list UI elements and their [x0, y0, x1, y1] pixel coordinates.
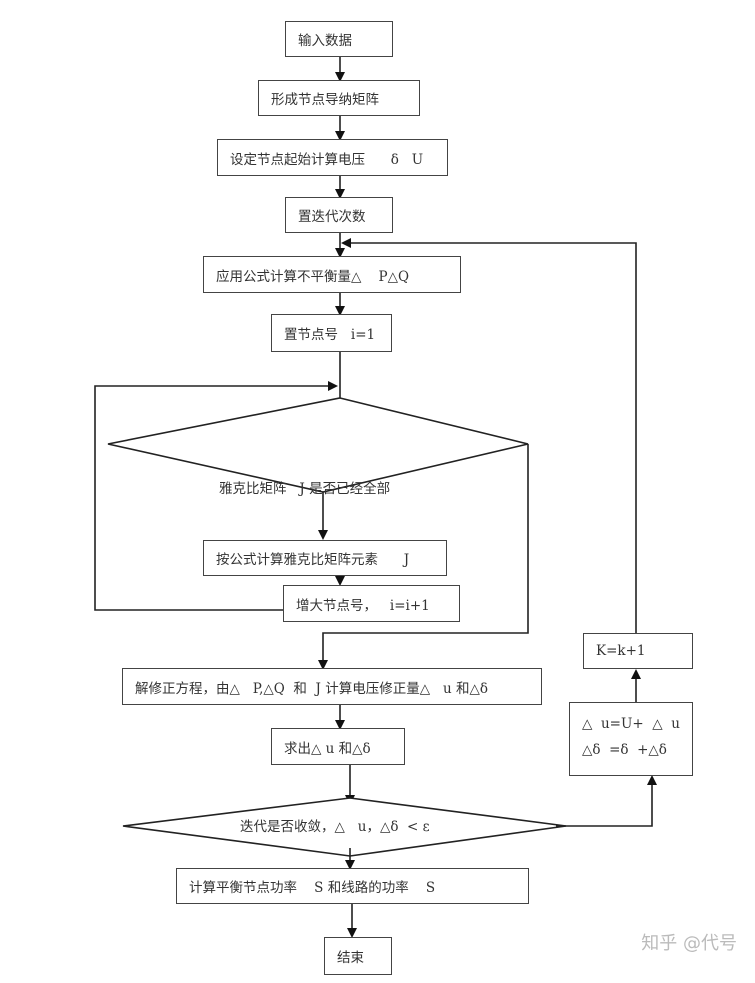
node-set-initial-voltage: 设定节点起始计算电压 δ U [217, 139, 448, 176]
node-label: 求出△ u 和△δ [284, 740, 371, 757]
node-form-admittance: 形成节点导纳矩阵 [258, 80, 420, 116]
node-label-line: △δ =δ +△δ [582, 742, 667, 758]
node-label: 输入数据 [298, 33, 352, 49]
node-compute-jacobian: 按公式计算雅克比矩阵元素 J [203, 540, 447, 576]
node-label-line: △ u=U+ △ u [582, 716, 680, 732]
outer-loop-line [341, 238, 637, 640]
node-set-iteration-count: 置迭代次数 [285, 197, 393, 233]
node-label: 设定节点起始计算电压 δ U [230, 151, 424, 168]
node-label: 形成节点导纳矩阵 [271, 92, 379, 108]
inner-loop-line [94, 381, 338, 611]
node-compute-power: 计算平衡节点功率 S 和线路的功率 S [176, 868, 529, 904]
diamond-label: 迭代是否收敛，△ u，△δ < ε [240, 819, 430, 835]
node-input-data: 输入数据 [285, 21, 393, 57]
node-label: 增大节点号， i=i+1 [296, 597, 430, 614]
node-label: 解修正方程，由△ P,△Q 和 J 计算电压修正量△ u 和△δ [135, 680, 488, 697]
node-solve-correction: 解修正方程，由△ P,△Q 和 J 计算电压修正量△ u 和△δ [122, 668, 542, 705]
diamond-label-line: 雅克比矩阵 J 是否已经全部 [219, 481, 391, 497]
node-increment-node: 增大节点号， i=i+1 [283, 585, 460, 622]
node-label: K=k+1 [596, 643, 646, 659]
diamond-yes-line [318, 444, 529, 670]
node-label: 置节点号 i=1 [284, 327, 376, 343]
jacobian-check-text: 雅克比矩阵 J 是否已经全部 形成， i>n? [219, 424, 390, 606]
node-compute-mismatch: 应用公式计算不平衡量△ P△Q [203, 256, 461, 293]
node-update-values: △ u=U+ △ u △δ =δ +△δ [569, 702, 693, 776]
node-increment-k: K=k+1 [583, 633, 693, 669]
node-set-node-index: 置节点号 i=1 [271, 314, 392, 352]
convergence-check-text: 迭代是否收敛，△ u，△δ < ε [240, 814, 430, 840]
node-label: 计算平衡节点功率 S 和线路的功率 S [189, 880, 436, 896]
node-label: 应用公式计算不平衡量△ P△Q [216, 268, 410, 285]
node-end: 结束 [324, 937, 392, 975]
watermark: 知乎 @代号 [641, 933, 737, 954]
node-label: 结束 [337, 950, 364, 966]
convergence-no-line [556, 775, 657, 827]
node-label: 置迭代次数 [298, 209, 366, 225]
node-label: 按公式计算雅克比矩阵元素 J [216, 552, 410, 568]
node-get-deltas: 求出△ u 和△δ [271, 728, 405, 765]
